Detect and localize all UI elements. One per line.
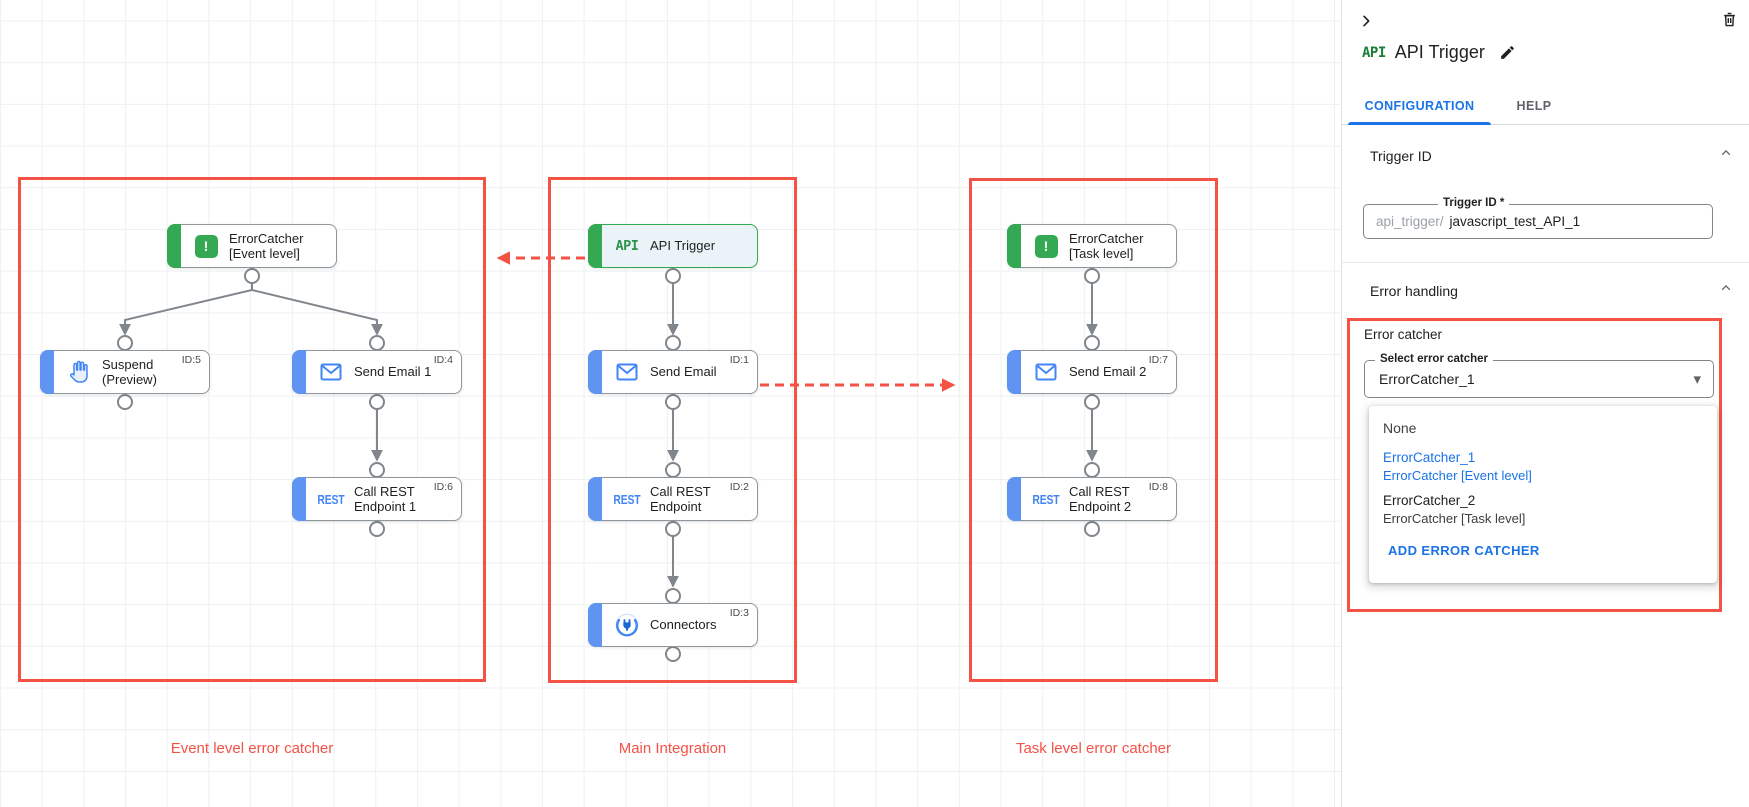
tab-configuration[interactable]: CONFIGURATION <box>1348 86 1491 125</box>
node-label: ErrorCatcher [Event level] <box>229 230 304 261</box>
node-id-badge: ID:1 <box>729 354 749 366</box>
error-catcher-highlight-box: Error catcher Select error catcher Error… <box>1347 318 1722 612</box>
chevron-up-icon <box>1719 146 1733 165</box>
add-error-catcher-button[interactable]: ADD ERROR CATCHER <box>1388 543 1540 558</box>
node-id-badge: ID:7 <box>1148 354 1168 366</box>
menu-item-none[interactable]: None <box>1383 420 1417 436</box>
rest-icon: REST <box>613 491 641 507</box>
panel-title: API Trigger <box>1394 42 1485 62</box>
error-catcher-menu: None ErrorCatcher_1 ErrorCatcher [Event … <box>1369 406 1717 583</box>
error-catcher-icon: ! <box>1033 233 1059 259</box>
node-label: Connectors <box>650 617 717 633</box>
section-divider <box>1342 262 1749 263</box>
workflow-canvas[interactable]: ! ErrorCatcher [Event level] Suspend (Pr… <box>0 0 1341 807</box>
trigger-id-field[interactable]: Trigger ID * api_trigger/ javascript_tes… <box>1363 197 1713 239</box>
node-call-rest-endpoint[interactable]: REST Call REST Endpoint ID:2 <box>588 477 758 521</box>
tab-help[interactable]: HELP <box>1516 99 1552 113</box>
api-icon: API <box>615 238 639 254</box>
connectors-icon <box>614 612 640 638</box>
node-send-email-1[interactable]: Send Email 1 ID:4 <box>292 350 462 394</box>
email-icon <box>318 359 344 385</box>
node-errorcatcher-event-level[interactable]: ! ErrorCatcher [Event level] <box>167 224 337 268</box>
edit-title-button[interactable] <box>1499 44 1516 61</box>
trigger-id-section-header[interactable]: Trigger ID <box>1370 146 1733 165</box>
trigger-id-value: javascript_test_API_1 <box>1449 214 1581 229</box>
node-label: ErrorCatcher [Task level] <box>1069 230 1144 261</box>
node-call-rest-endpoint-1[interactable]: REST Call REST Endpoint 1 ID:6 <box>292 477 462 521</box>
task-level-group-box <box>969 178 1218 682</box>
menu-item-detail: ErrorCatcher [Task level] <box>1383 511 1526 526</box>
menu-item-name: ErrorCatcher_1 <box>1383 450 1476 465</box>
trigger-id-field-label: Trigger ID * <box>1438 197 1510 209</box>
menu-item-detail: ErrorCatcher [Event level] <box>1383 468 1532 483</box>
node-label: Suspend (Preview) <box>102 356 157 387</box>
main-integration-group-box <box>548 177 797 683</box>
collapse-panel-button[interactable] <box>1354 10 1378 34</box>
chevron-right-icon <box>1358 13 1374 32</box>
error-handling-heading: Error handling <box>1370 282 1458 299</box>
node-suspend-preview[interactable]: Suspend (Preview) ID:5 <box>40 350 210 394</box>
node-label: Send Email 2 <box>1069 364 1147 380</box>
node-label: Send Email 1 <box>354 364 432 380</box>
node-id-badge: ID:6 <box>433 481 453 493</box>
node-id-badge: ID:5 <box>181 354 201 366</box>
node-label: Call REST Endpoint 1 <box>354 483 417 514</box>
config-panel: API API Trigger CONFIGURATION HELP Trigg… <box>1341 0 1749 807</box>
node-connectors[interactable]: Connectors ID:3 <box>588 603 758 647</box>
menu-item-errorcatcher-2[interactable]: ErrorCatcher_2 ErrorCatcher [Task level] <box>1383 493 1717 526</box>
panel-tabs: CONFIGURATION HELP <box>1342 86 1749 125</box>
select-error-catcher-label: Select error catcher <box>1375 353 1494 365</box>
delete-trigger-button[interactable] <box>1717 9 1741 33</box>
node-call-rest-endpoint-2[interactable]: REST Call REST Endpoint 2 ID:8 <box>1007 477 1177 521</box>
select-error-catcher-dropdown[interactable]: Select error catcher ErrorCatcher_1 ▾ <box>1364 353 1714 398</box>
error-catcher-icon: ! <box>193 233 219 259</box>
email-icon <box>614 359 640 385</box>
error-handling-section-header[interactable]: Error handling <box>1370 281 1733 300</box>
node-send-email-2[interactable]: Send Email 2 ID:7 <box>1007 350 1177 394</box>
menu-item-errorcatcher-1[interactable]: ErrorCatcher_1 ErrorCatcher [Event level… <box>1383 450 1717 483</box>
node-api-trigger[interactable]: API API Trigger <box>588 224 758 268</box>
trash-icon <box>1721 11 1738 31</box>
node-id-badge: ID:3 <box>729 607 749 619</box>
error-catcher-label: Error catcher <box>1364 327 1443 342</box>
dropdown-caret-icon: ▾ <box>1693 371 1701 388</box>
email-icon <box>1033 359 1059 385</box>
node-errorcatcher-task-level[interactable]: ! ErrorCatcher [Task level] <box>1007 224 1177 268</box>
event-level-group-box <box>18 177 486 682</box>
node-send-email[interactable]: Send Email ID:1 <box>588 350 758 394</box>
node-id-badge: ID:8 <box>1148 481 1168 493</box>
trigger-id-heading: Trigger ID <box>1370 147 1432 164</box>
panel-header: API API Trigger <box>1362 42 1516 63</box>
node-id-badge: ID:4 <box>433 354 453 366</box>
rest-icon: REST <box>1032 491 1060 507</box>
menu-item-name: ErrorCatcher_2 <box>1383 493 1476 508</box>
event-level-group-label: Event level error catcher <box>170 740 334 757</box>
chevron-up-icon <box>1719 281 1733 300</box>
node-id-badge: ID:2 <box>729 481 749 493</box>
node-label: Call REST Endpoint 2 <box>1069 483 1132 514</box>
api-trigger-icon: API <box>1362 44 1386 61</box>
task-level-group-label: Task level error catcher <box>1015 740 1172 757</box>
trigger-id-prefix: api_trigger/ <box>1376 214 1444 229</box>
rest-icon: REST <box>317 491 345 507</box>
node-label: Call REST Endpoint <box>650 483 711 514</box>
node-label: API Trigger <box>650 238 716 254</box>
main-integration-group-label: Main Integration <box>618 740 727 757</box>
node-label: Send Email <box>650 364 717 380</box>
hand-icon <box>66 359 92 385</box>
select-error-catcher-value: ErrorCatcher_1 <box>1379 371 1475 387</box>
